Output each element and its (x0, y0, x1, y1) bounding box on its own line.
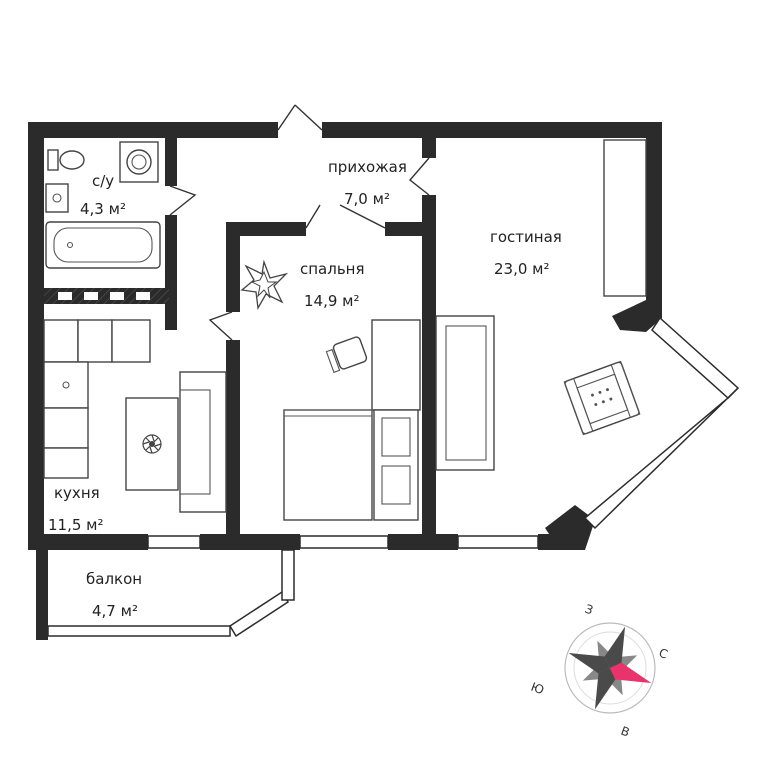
balcony-window-bottom (47, 625, 231, 637)
hallway-area: 7,0 м² (344, 190, 390, 208)
hallway-name: прихожая (328, 158, 407, 176)
compass-point-south (568, 652, 610, 674)
kitchen-counter (43, 407, 89, 449)
compass-point-north (610, 662, 652, 684)
living-area: 23,0 м² (494, 260, 550, 278)
balcony-window-side (281, 549, 295, 601)
living-window (457, 535, 539, 549)
living-name: гостиная (490, 228, 562, 246)
bathroom-fixtures (45, 141, 161, 269)
sink-icon (45, 183, 69, 213)
bed (283, 409, 373, 521)
bedroom-name: спальня (300, 260, 365, 278)
bedroom-area: 14,9 м² (304, 292, 360, 310)
compass-point-west (604, 626, 626, 668)
compass-north-label: С (657, 646, 670, 662)
kitchen-furniture (43, 319, 227, 513)
compass-rose: З С В Ю (529, 602, 670, 740)
bedroom-furniture (240, 259, 421, 521)
bathroom-name: с/у (92, 172, 114, 190)
bay-window-upper (651, 316, 740, 400)
compass-south-label: Ю (529, 680, 546, 698)
kitchen-cabinet (77, 319, 113, 363)
balcony (36, 549, 295, 640)
flower-icon (142, 434, 162, 454)
living-furniture (435, 139, 647, 471)
kitchen-counter (43, 361, 89, 409)
room-labels: с/у 4,3 м² прихожая 7,0 м² гостиная 23,0… (48, 158, 562, 620)
nightstand (373, 409, 419, 521)
kitchen-name: кухня (54, 484, 100, 502)
compass-east-label: В (619, 724, 632, 740)
balcony-area: 4,7 м² (92, 602, 138, 620)
plant-icon (240, 259, 289, 311)
compass-point-east (594, 668, 616, 710)
bedroom-window (299, 535, 389, 549)
outer-walls (28, 122, 662, 550)
armchair-icon (563, 360, 641, 436)
kitchen-sofa (179, 371, 227, 513)
kitchen-area: 11,5 м² (48, 516, 104, 534)
doors (169, 104, 430, 341)
kitchen-cabinet (111, 319, 151, 363)
sofa (435, 315, 495, 471)
balcony-name: балкон (86, 570, 142, 588)
toilet-icon (47, 149, 59, 171)
kitchen-cabinet (43, 319, 79, 363)
bay-window-lower (583, 387, 739, 530)
desk-chair-icon (325, 336, 368, 374)
bathroom-area: 4,3 м² (80, 200, 126, 218)
kitchen-window (147, 535, 201, 549)
windows (147, 316, 740, 549)
wardrobe (603, 139, 647, 297)
interior-walls (44, 138, 436, 540)
kitchen-counter (43, 447, 89, 479)
balcony-window-diagonal (228, 590, 290, 638)
desk (371, 319, 421, 411)
compass-west-label: З (583, 602, 595, 618)
bathtub-icon (45, 221, 161, 269)
